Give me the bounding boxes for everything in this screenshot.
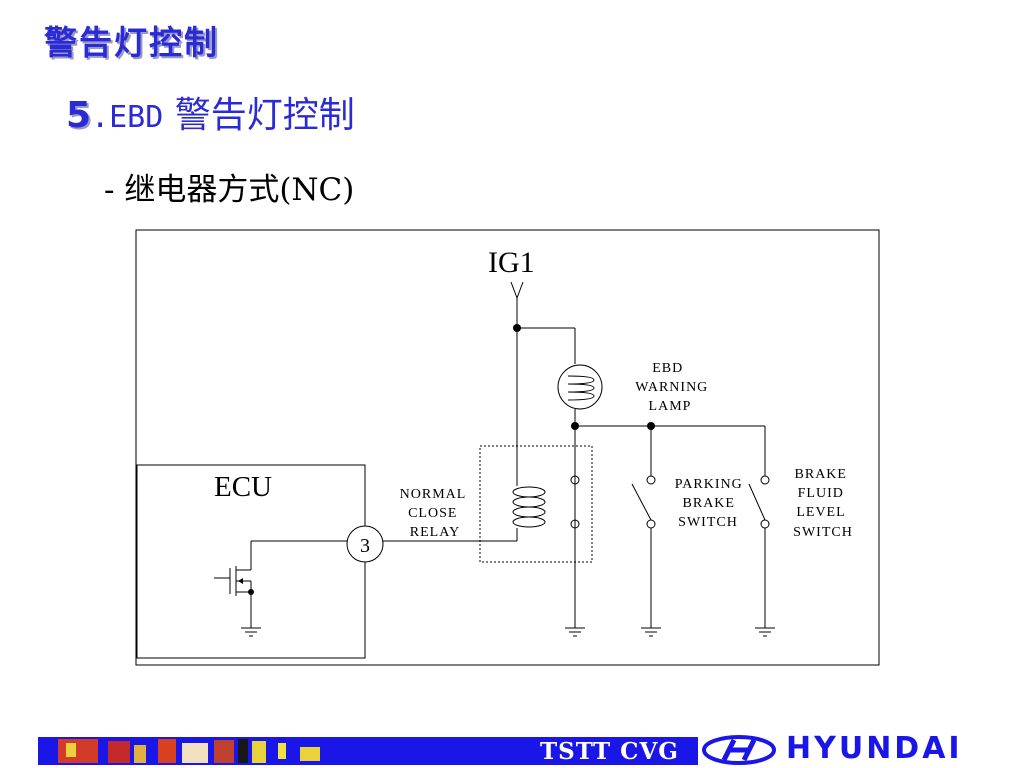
footer-decoration <box>58 739 320 763</box>
parking-switch-terminal <box>646 519 656 529</box>
relay-label-line: CLOSE <box>408 506 457 521</box>
relay-box <box>479 445 593 563</box>
parking-label-line: SWITCH <box>678 515 738 530</box>
transistor-arrow <box>238 578 243 584</box>
brake-fluid-label-line: LEVEL <box>796 505 845 520</box>
footer-text: TSTT CVG <box>540 738 679 765</box>
lamp-label-line: EBD <box>652 361 683 376</box>
ecu-label: ECU <box>214 471 272 503</box>
relay-label-line: NORMAL <box>400 487 466 502</box>
brake-fluid-switch-terminal <box>760 475 770 485</box>
parking-switch-arm <box>631 483 652 521</box>
lamp-filament <box>567 375 595 401</box>
hyundai-logo-text: HYUNDAI <box>786 731 963 766</box>
relay-coil-loop <box>512 506 546 518</box>
ig1-arrow <box>510 281 524 300</box>
brake-fluid-switch-arm <box>748 483 766 521</box>
section-title: 5.EBD 警告灯控制 <box>66 86 355 138</box>
relay-label: NORMAL CLOSE RELAY <box>400 487 471 540</box>
parking-switch-terminal <box>646 475 656 485</box>
lamp-label: EBD WARNING LAMP <box>635 361 713 414</box>
brake-fluid-label-line: SWITCH <box>793 525 853 540</box>
ecu-pin-circle <box>346 525 384 563</box>
lamp-label-line: LAMP <box>649 399 692 414</box>
parking-label: PARKING BRAKE SWITCH <box>675 477 747 530</box>
footer-banner <box>38 737 698 765</box>
relay-label-line: RELAY <box>410 525 460 540</box>
ground-icon <box>565 627 585 637</box>
section-abbr: .EBD <box>91 100 164 135</box>
ig1-label: IG1 <box>488 246 535 279</box>
section-title-text: 警告灯控制 <box>174 95 355 136</box>
brake-fluid-label: BRAKE FLUID LEVEL SWITCH <box>793 467 853 540</box>
relay-coil-loop <box>512 496 546 508</box>
section-number: 5 <box>66 95 92 136</box>
page-title: 警告灯控制 <box>44 23 219 62</box>
diagram-frame <box>135 229 880 666</box>
lamp-label-line: WARNING <box>635 380 708 395</box>
hyundai-logo-icon <box>702 735 776 765</box>
ecu-pin-label: 3 <box>360 535 370 557</box>
brake-fluid-switch-terminal <box>760 519 770 529</box>
parking-label-line: PARKING <box>675 477 743 492</box>
warning-lamp-symbol <box>557 364 603 410</box>
relay-coil-loop <box>512 486 546 498</box>
ground-icon <box>641 627 661 637</box>
brake-fluid-label-line: BRAKE <box>795 467 847 482</box>
parking-label-line: BRAKE <box>683 496 735 511</box>
bullet-text: - 继电器方式(NC) <box>104 172 355 208</box>
relay-coil-loop <box>512 516 546 528</box>
ground-icon <box>755 627 775 637</box>
brake-fluid-label-line: FLUID <box>798 486 844 501</box>
ground-icon <box>241 627 261 637</box>
